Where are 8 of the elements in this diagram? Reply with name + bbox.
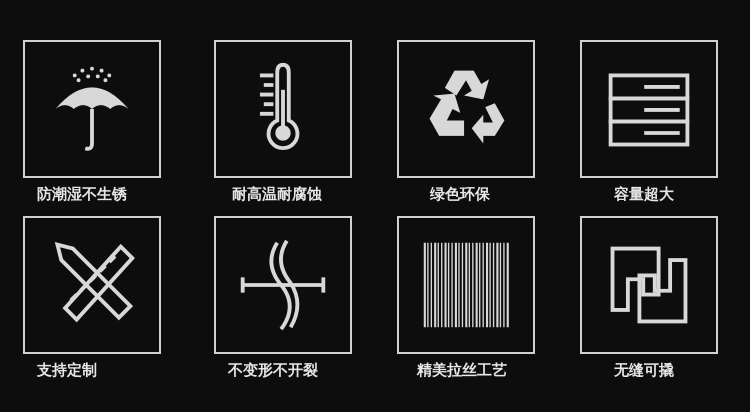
feature-caption: 耐高温耐腐蚀 [232, 185, 322, 204]
feature-caption: 防潮湿不生锈 [37, 185, 127, 204]
feature-caption: 绿色环保 [430, 185, 490, 204]
feature-caption: 精美拉丝工艺 [417, 361, 507, 380]
feature-caption: 无缝可撬 [614, 361, 674, 380]
feature-caption: 支持定制 [37, 361, 97, 380]
feature-caption: 容量超大 [614, 185, 674, 204]
feature-caption: 不变形不开裂 [228, 361, 318, 380]
